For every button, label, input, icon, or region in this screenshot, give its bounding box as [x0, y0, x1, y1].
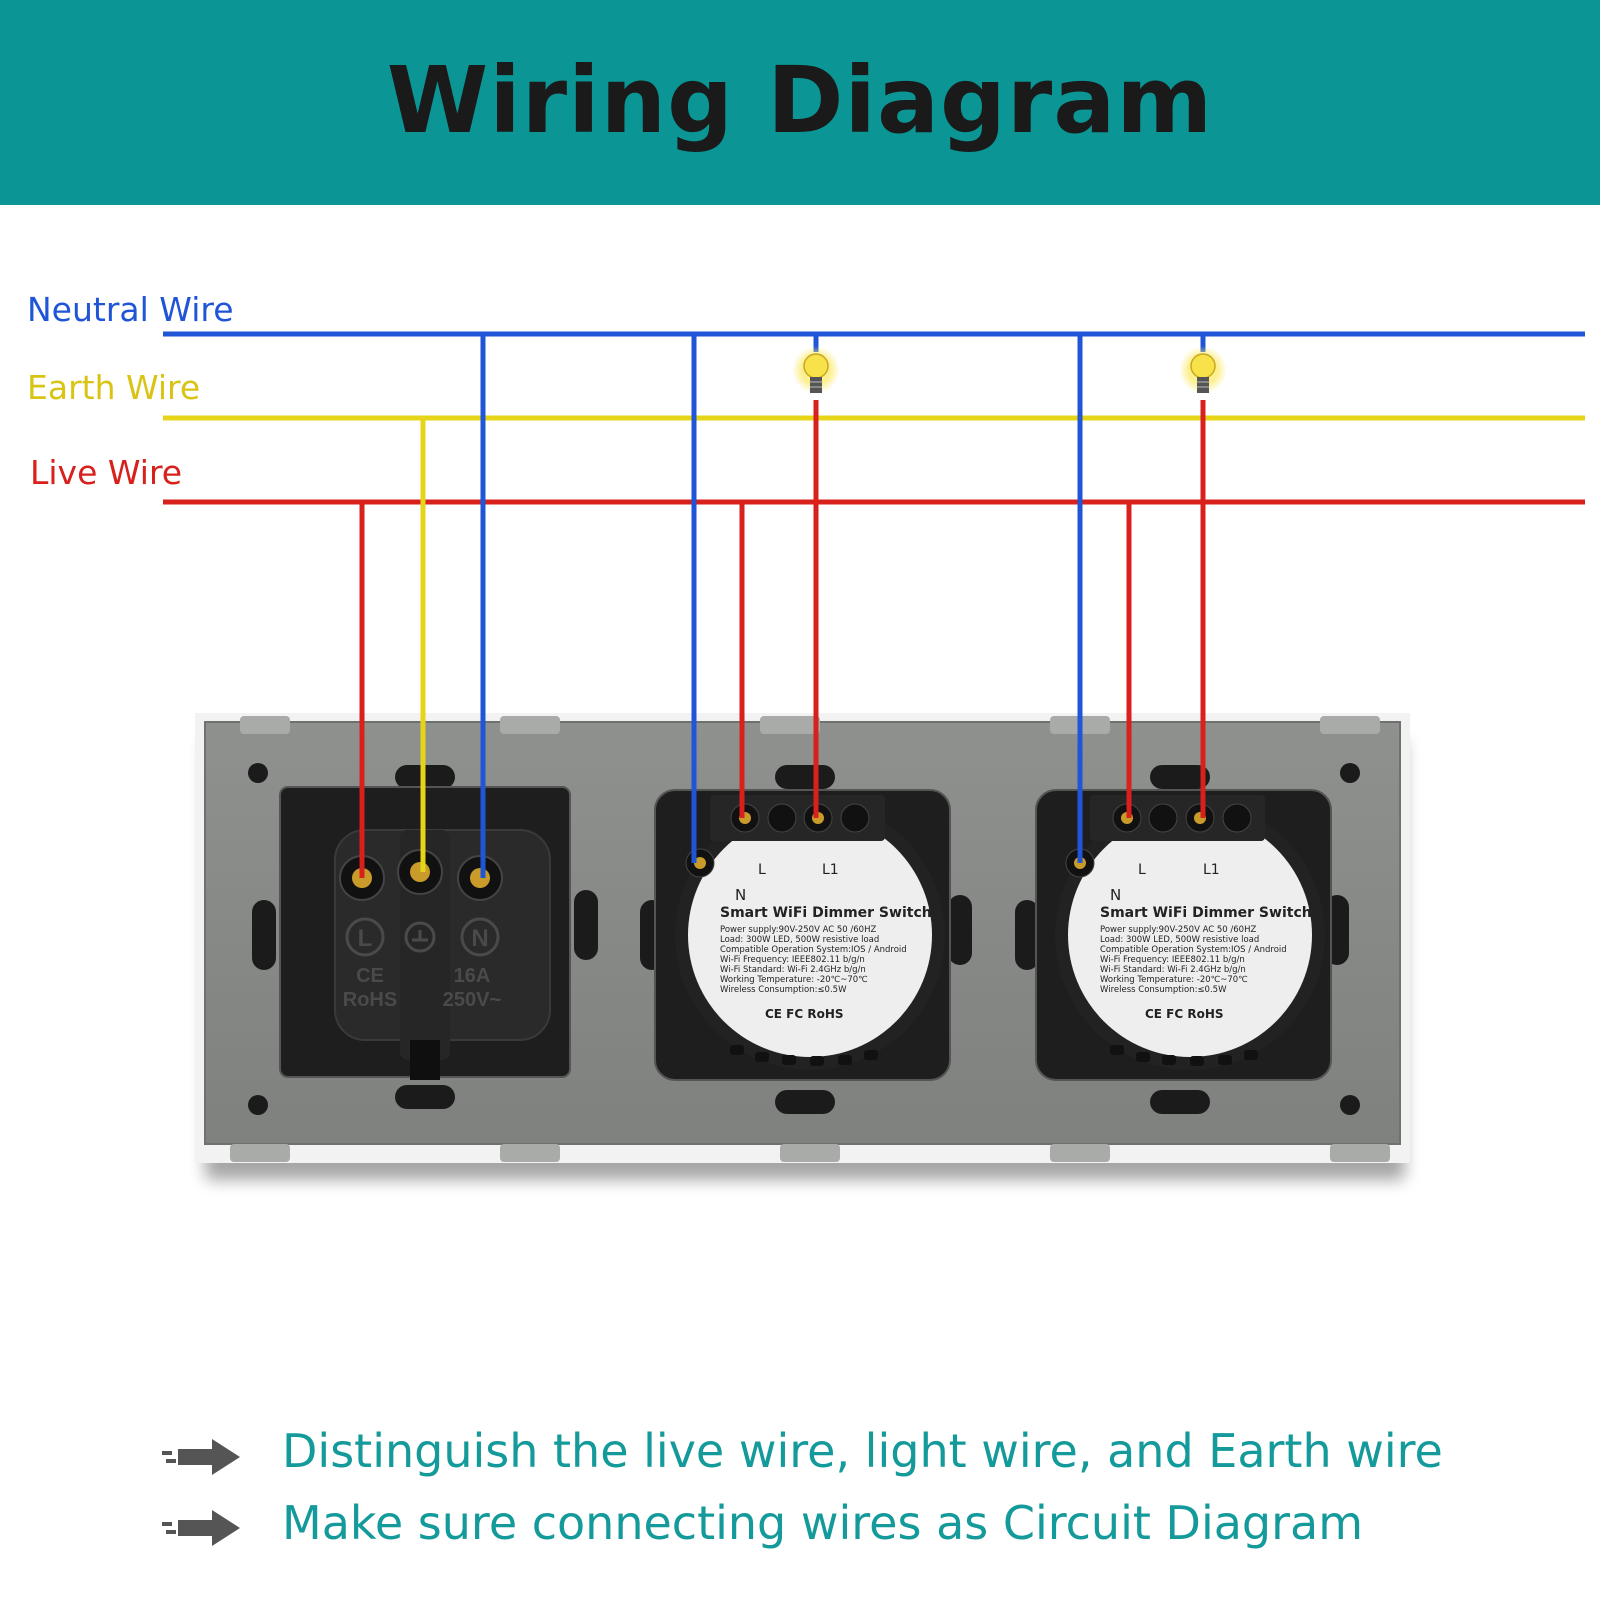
header-banner: Wiring Diagram [0, 0, 1600, 205]
arrow-icon [162, 1439, 240, 1475]
dimmer1-spec-0: Power supply:90V-250V AC 50 /60HZ [720, 925, 876, 935]
live-wire-label: Live Wire [30, 453, 183, 492]
dimmer1-spec-5: Working Temperature: -20℃~70℃ [720, 975, 868, 985]
socket-module: L N CE RoHS 16A 250V~ [279, 786, 571, 1080]
dimmer1-spec-1: Load: 300W LED, 500W resistive load [720, 935, 879, 945]
page-title: Wiring Diagram [386, 47, 1214, 154]
socket-terminal-l: L [358, 925, 373, 952]
dimmer1-spec-2: Compatible Operation System:IOS / Androi… [720, 945, 907, 955]
dimmer1-spec-6: Wireless Consumption:≤0.5W [720, 985, 847, 995]
dimmer2-spec-6: Wireless Consumption:≤0.5W [1100, 985, 1227, 995]
dimmer1-terminal-l1: L1 [822, 862, 839, 878]
note-text-2: Make sure connecting wires as Circuit Di… [282, 1496, 1364, 1550]
neutral-wire-label: Neutral Wire [27, 290, 234, 329]
dimmer2-certifications: CE FC RoHS [1145, 1007, 1224, 1021]
dimmer2-spec-0: Power supply:90V-250V AC 50 /60HZ [1100, 925, 1256, 935]
note-row-2 [162, 1498, 242, 1558]
dimmer1-certifications: CE FC RoHS [765, 1007, 844, 1021]
dimmer1-terminal-l: L [758, 862, 766, 878]
dimmer-module-2 [1035, 789, 1332, 1081]
socket-mark-voltage: 250V~ [443, 989, 501, 1011]
dimmer2-spec-3: Wi-Fi Frequency: IEEE802.11 b/g/n [1100, 955, 1245, 965]
dimmer2-spec-5: Working Temperature: -20℃~70℃ [1100, 975, 1248, 985]
socket-mark-ce: CE [356, 965, 384, 987]
note-text-1: Distinguish the live wire, light wire, a… [282, 1424, 1443, 1478]
dimmer2-label-text: N L L1 Smart WiFi Dimmer Switch Power su… [1100, 862, 1312, 1021]
dimmer2-spec-4: Wi-Fi Standard: Wi-Fi 2.4GHz b/g/n [1100, 965, 1246, 975]
dimmer-module-1 [654, 789, 951, 1081]
dimmer2-terminal-n: N [1110, 886, 1121, 904]
earth-wire-label: Earth Wire [27, 368, 201, 407]
light-bulb-icon-2 [1179, 346, 1227, 394]
dimmer1-spec-3: Wi-Fi Frequency: IEEE802.11 b/g/n [720, 955, 865, 965]
socket-terminal-n: N [471, 925, 488, 952]
dimmer2-spec-1: Load: 300W LED, 500W resistive load [1100, 935, 1259, 945]
light-bulb-icon-1 [792, 346, 840, 394]
dimmer2-product-name: Smart WiFi Dimmer Switch [1100, 905, 1312, 921]
note-row-1 [162, 1427, 242, 1487]
dimmer1-spec-4: Wi-Fi Standard: Wi-Fi 2.4GHz b/g/n [720, 965, 866, 975]
socket-mark-rating: 16A [454, 965, 491, 987]
dimmer1-product-name: Smart WiFi Dimmer Switch [720, 905, 932, 921]
arrow-icon [162, 1510, 240, 1546]
dimmer2-terminal-l1: L1 [1203, 862, 1220, 878]
dimmer2-spec-2: Compatible Operation System:IOS / Androi… [1100, 945, 1287, 955]
socket-mark-rohs: RoHS [343, 989, 397, 1011]
dimmer1-label-text: N L L1 Smart WiFi Dimmer Switch Power su… [720, 862, 932, 1021]
dimmer1-terminal-n: N [735, 886, 746, 904]
dimmer2-terminal-l: L [1138, 862, 1146, 878]
